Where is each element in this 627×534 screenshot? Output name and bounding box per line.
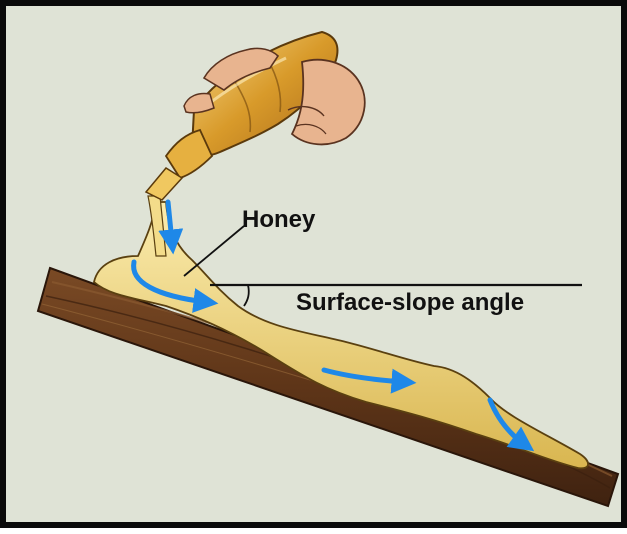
honey-label: Honey (242, 206, 315, 234)
surface-slope-angle-label: Surface-slope angle (296, 289, 524, 317)
angle-arc (244, 285, 249, 306)
honey-leader-line (184, 226, 244, 276)
diagram-canvas (6, 6, 627, 534)
